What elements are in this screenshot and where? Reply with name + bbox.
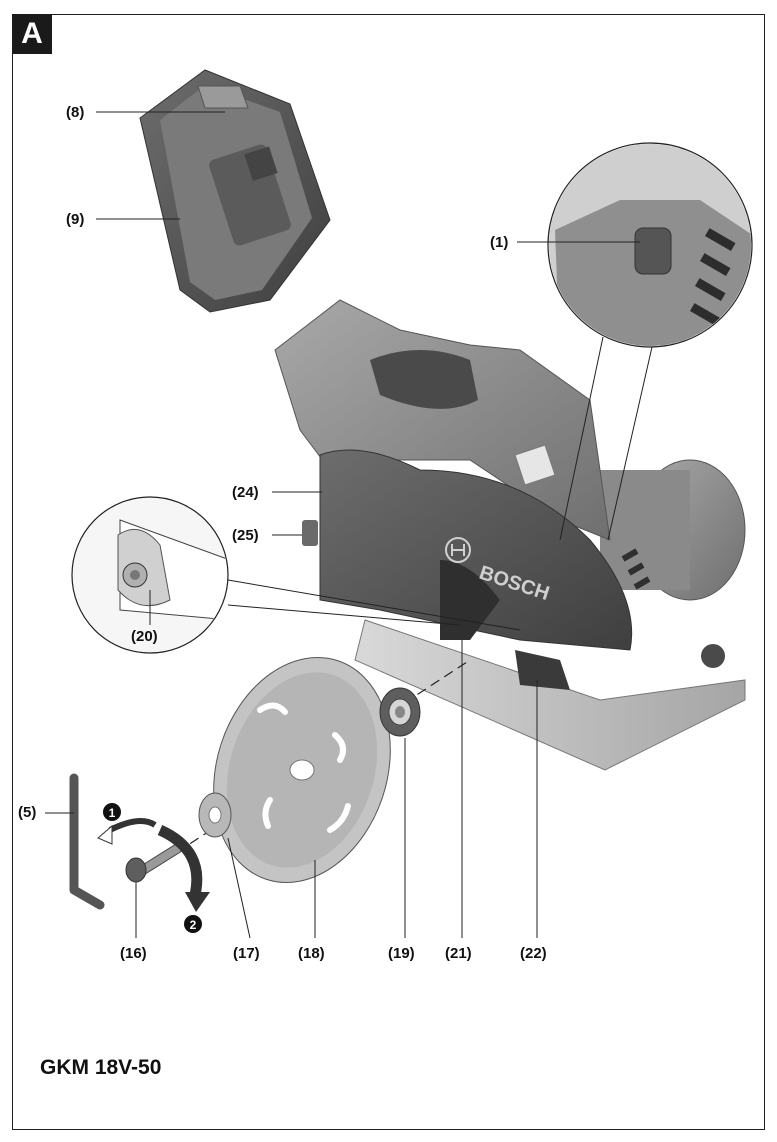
label-24: (24) — [232, 484, 259, 501]
leader-lines — [45, 111, 640, 939]
figure-letter-badge: A — [12, 14, 52, 54]
label-20: (20) — [131, 628, 158, 645]
step-marker-1 — [103, 803, 121, 821]
hex-key — [69, 773, 105, 910]
clamping-flange — [379, 687, 421, 737]
saw-blade — [213, 657, 391, 883]
svg-text:1: 1 — [109, 806, 116, 820]
label-18: (18) — [298, 945, 325, 962]
label-19: (19) — [388, 945, 415, 962]
label-25: (25) — [232, 527, 259, 544]
svg-text:2: 2 — [190, 918, 197, 932]
label-8: (8) — [66, 104, 85, 121]
washer — [198, 792, 232, 838]
battery-pack — [139, 69, 331, 313]
label-17: (17) — [233, 945, 260, 962]
label-5: (5) — [18, 804, 37, 821]
rotation-arrows: 1 2 — [97, 803, 210, 933]
detail-circle-spindle-lock — [547, 142, 753, 541]
circular-saw-body: BOSCH — [274, 299, 746, 771]
step-marker-2 — [184, 915, 202, 933]
clamping-bolt — [125, 839, 189, 883]
figure-frame — [12, 14, 765, 1130]
label-16: (16) — [120, 945, 147, 962]
label-9: (9) — [66, 211, 85, 228]
label-22: (22) — [520, 945, 547, 962]
label-1: (1) — [490, 234, 509, 251]
label-21: (21) — [445, 945, 472, 962]
detail-circle-blade-screw — [71, 496, 521, 654]
model-name: GKM 18V-50 — [40, 1056, 162, 1079]
